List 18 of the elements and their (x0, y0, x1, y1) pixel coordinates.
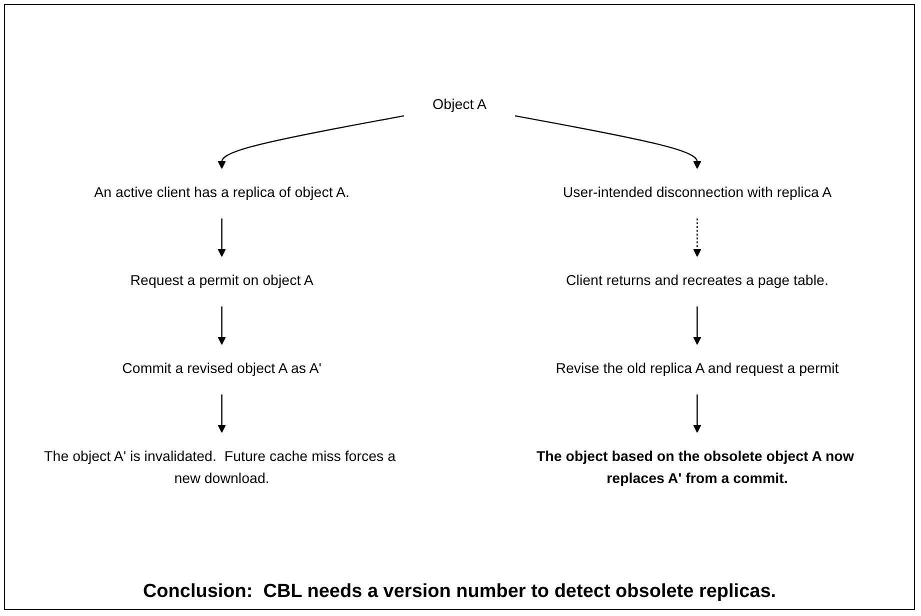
node-text: Request a permit on object A (130, 272, 314, 289)
arrow (218, 306, 226, 345)
node-text: The object based on the obsolete object A now replaces A' from a commit. (536, 448, 854, 486)
arrow (693, 218, 702, 257)
node-text: Client returns and recreates a page table. (566, 272, 828, 289)
arrow (218, 115, 404, 169)
node-text: User-intended disconnection with replica A (562, 184, 832, 201)
node-text: The object A' is invalidated. Future cache miss forces a new download. (44, 448, 396, 486)
arrow (693, 306, 702, 345)
arrow (514, 115, 702, 169)
node-text: Revise the old replica A and request a permit (556, 360, 839, 377)
arrow (218, 394, 226, 433)
conclusion-caption: Conclusion: CBL needs a version number to detect obsolete replicas. (142, 580, 778, 604)
node-text: Commit a revised object A as A' (122, 360, 322, 377)
node-text: An active client has a replica of object A. (94, 184, 350, 201)
arrow (218, 218, 226, 257)
node-text: Object A (432, 96, 486, 113)
arrow (693, 394, 702, 433)
